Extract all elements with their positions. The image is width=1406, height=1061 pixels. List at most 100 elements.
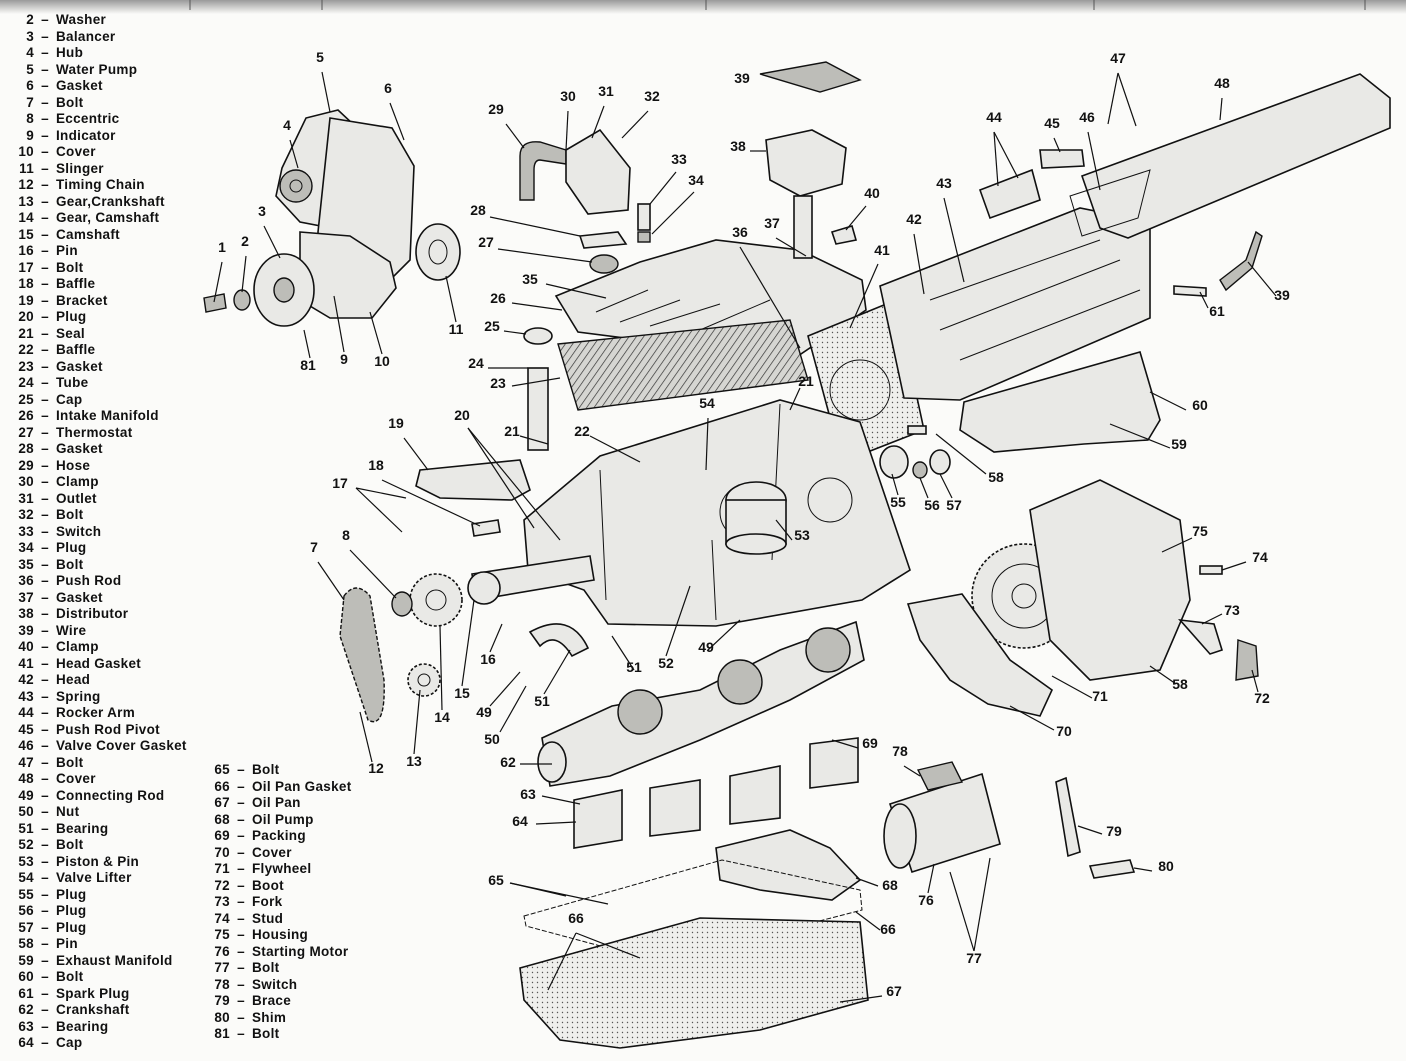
baffle-shape — [471, 519, 501, 537]
exhaust-manifold-shape — [959, 351, 1161, 453]
spark-plug-shape — [1173, 285, 1207, 297]
legend-item-number: 66 — [214, 778, 230, 794]
legend-item-number: 4 — [26, 45, 34, 60]
legend-item-number: 29 — [18, 457, 34, 473]
legend-item-number: 12 — [18, 177, 34, 192]
callout-12: 12 — [368, 760, 384, 776]
leader-line-77 — [949, 871, 975, 952]
leader-line-22 — [589, 435, 641, 463]
legend-item-name: Bolt — [56, 754, 84, 770]
legend-item-name: Gasket — [56, 589, 103, 605]
outlet-gasket-shape — [578, 231, 628, 249]
legend-item-dash: – — [41, 754, 49, 770]
leader-line-65 — [509, 882, 609, 905]
thermostat-shape — [589, 254, 619, 274]
legend-item-name: Cover — [252, 844, 292, 860]
outlet-shape — [565, 128, 631, 215]
legend-item-dash: – — [41, 111, 49, 126]
callout-76: 76 — [918, 892, 934, 908]
leader-line-10 — [369, 311, 383, 355]
callout-20: 20 — [454, 407, 470, 423]
legend-item-number: 71 — [214, 861, 230, 876]
legend-item-dash: – — [41, 936, 49, 951]
legend-item-dash: – — [41, 78, 49, 93]
legend-item: 45–Push Rod Pivot — [8, 722, 187, 739]
legend-item-name: Seal — [56, 325, 85, 341]
legend-item-dash: – — [41, 193, 49, 209]
legend-item-number: 69 — [214, 828, 230, 843]
legend-item-number: 17 — [18, 259, 34, 275]
legend-item: 48–Cover — [8, 771, 187, 788]
legend-item: 81–Bolt — [206, 1026, 352, 1043]
callout-53: 53 — [794, 527, 810, 543]
legend-item: 64–Cap — [8, 1035, 187, 1052]
legend-item: 37–Gasket — [8, 590, 187, 607]
callout-49: 49 — [476, 704, 492, 720]
legend-item-number: 15 — [18, 226, 34, 242]
leader-line-33 — [649, 171, 677, 205]
callout-29: 29 — [488, 101, 504, 117]
page-top-ticks — [189, 0, 1366, 10]
legend-item-number: 52 — [18, 837, 34, 852]
legend-item-name: Shim — [252, 1009, 287, 1025]
callout-67: 67 — [886, 983, 902, 999]
legend-item-number: 13 — [18, 193, 34, 209]
legend-item-number: 72 — [214, 877, 230, 893]
legend-item-dash: – — [41, 969, 49, 984]
legend-item-name: Exhaust Manifold — [56, 952, 173, 968]
legend-item-name: Stud — [252, 910, 284, 926]
legend-item: 39–Wire — [8, 623, 187, 640]
callout-64: 64 — [512, 813, 528, 829]
legend-item-number: 70 — [214, 844, 230, 860]
callout-10: 10 — [374, 353, 390, 369]
legend-item: 12–Timing Chain — [8, 177, 187, 194]
leader-line-66 — [547, 932, 577, 991]
legend-item: 63–Bearing — [8, 1019, 187, 1036]
legend-item-name: Gasket — [56, 78, 103, 93]
legend-item-name: Clamp — [56, 639, 99, 654]
legend-item: 6–Gasket — [8, 78, 187, 95]
legend-item-dash: – — [237, 1026, 245, 1041]
legend-item: 47–Bolt — [8, 755, 187, 772]
legend-item-number: 68 — [214, 811, 230, 827]
legend-item-number: 53 — [18, 853, 34, 869]
callout-68: 68 — [882, 877, 898, 893]
callout-81: 81 — [300, 357, 316, 373]
legend-item-name: Plug — [56, 903, 87, 918]
legend-item-name: Slinger — [56, 160, 104, 176]
legend-item: 20–Plug — [8, 309, 187, 326]
legend-item-name: Head — [56, 672, 91, 687]
legend-item-number: 65 — [214, 762, 230, 777]
leader-line-55 — [891, 473, 899, 496]
callout-60: 60 — [1192, 397, 1208, 413]
callout-61: 61 — [1209, 303, 1225, 319]
legend-item-dash: – — [41, 12, 49, 27]
legend-item-dash: – — [41, 375, 49, 390]
callout-40: 40 — [864, 185, 880, 201]
legend-item-number: 43 — [18, 688, 34, 704]
legend-item: 8–Eccentric — [8, 111, 187, 128]
legend-item-name: Piston & Pin — [56, 853, 140, 869]
legend-item-number: 45 — [18, 721, 34, 737]
callout-75: 75 — [1192, 523, 1208, 539]
legend-item-name: Camshaft — [56, 226, 120, 242]
callout-18: 18 — [368, 457, 384, 473]
leader-line-20 — [467, 427, 535, 529]
legend-item: 15–Camshaft — [8, 227, 187, 244]
legend-item-dash: – — [41, 639, 49, 654]
legend-item: 25–Cap — [8, 392, 187, 409]
legend-item-dash: – — [237, 861, 245, 876]
legend-item-dash: – — [237, 1009, 245, 1025]
legend-item-dash: – — [237, 976, 245, 992]
leader-line-53 — [775, 519, 793, 541]
legend-item-number: 48 — [18, 771, 34, 786]
callout-46: 46 — [1079, 109, 1095, 125]
legend-item-name: Baffle — [56, 276, 96, 291]
legend-item: 4–Hub — [8, 45, 187, 62]
oil-pump-shape — [715, 829, 862, 901]
leader-line-15 — [461, 599, 475, 687]
legend-item-number: 80 — [214, 1009, 230, 1025]
legend-item: 38–Distributor — [8, 606, 187, 623]
legend-item-name: Plug — [56, 309, 87, 324]
